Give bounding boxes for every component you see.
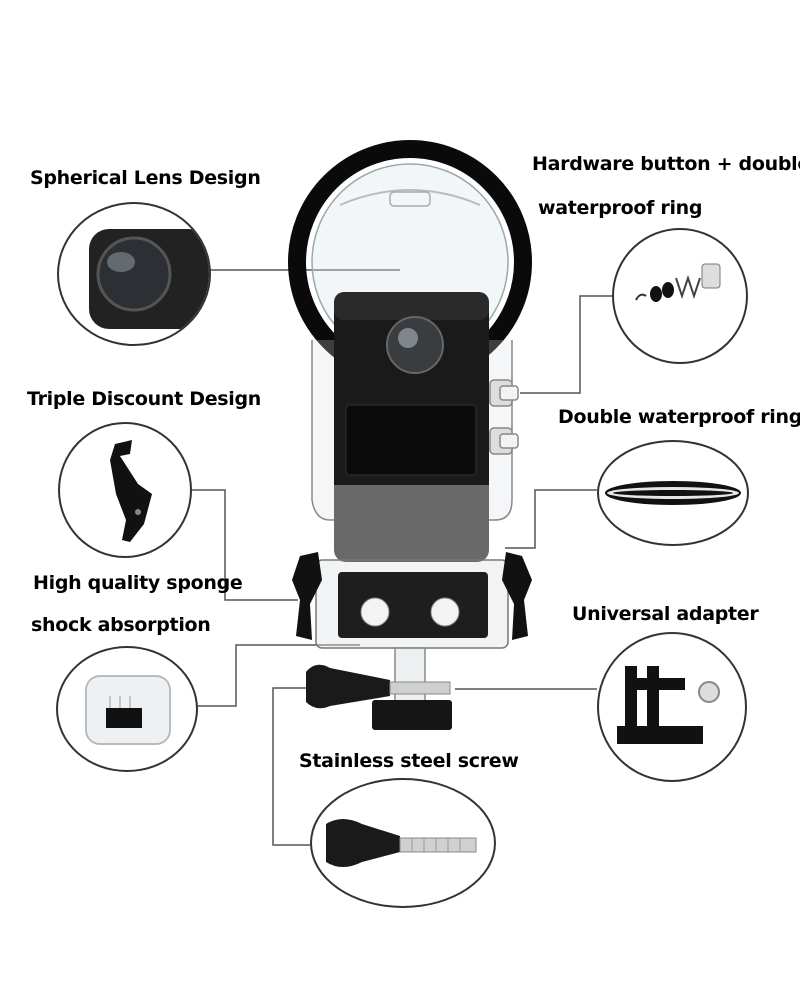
detail-buckle-circle [58,422,192,558]
label-spherical-lens: Spherical Lens Design [30,167,261,189]
label-steel-screw: Stainless steel screw [299,750,519,772]
detail-adapter-circle [597,632,747,782]
buckle-hook-icon [110,440,152,542]
label-universal-adapter: Universal adapter [572,603,759,625]
button-spring-icon [635,263,721,302]
thumb-screw [306,664,390,709]
detail-sponge-circle [56,646,198,772]
left-buckle [292,552,322,640]
label-sponge-cont: shock absorption [31,614,211,636]
label-hardware-button-cont: waterproof ring [538,197,703,219]
label-hardware-button: Hardware button + double [532,153,800,175]
detail-lens-circle [57,202,211,346]
label-triple-discount: Triple Discount Design [27,388,262,410]
spherical-lens-icon [89,229,209,329]
detail-ring-circle [597,440,749,546]
label-sponge: High quality sponge [33,572,243,594]
universal-adapter-icon [617,666,720,744]
detail-screw-circle [310,778,496,908]
waterproof-ring-icon [605,481,741,505]
right-buckle [502,552,532,640]
screw-icon [326,819,477,867]
label-double-ring: Double waterproof ring [558,406,800,428]
detail-button-circle [612,228,748,364]
sponge-case-icon [85,675,171,745]
side-buttons [489,379,519,455]
